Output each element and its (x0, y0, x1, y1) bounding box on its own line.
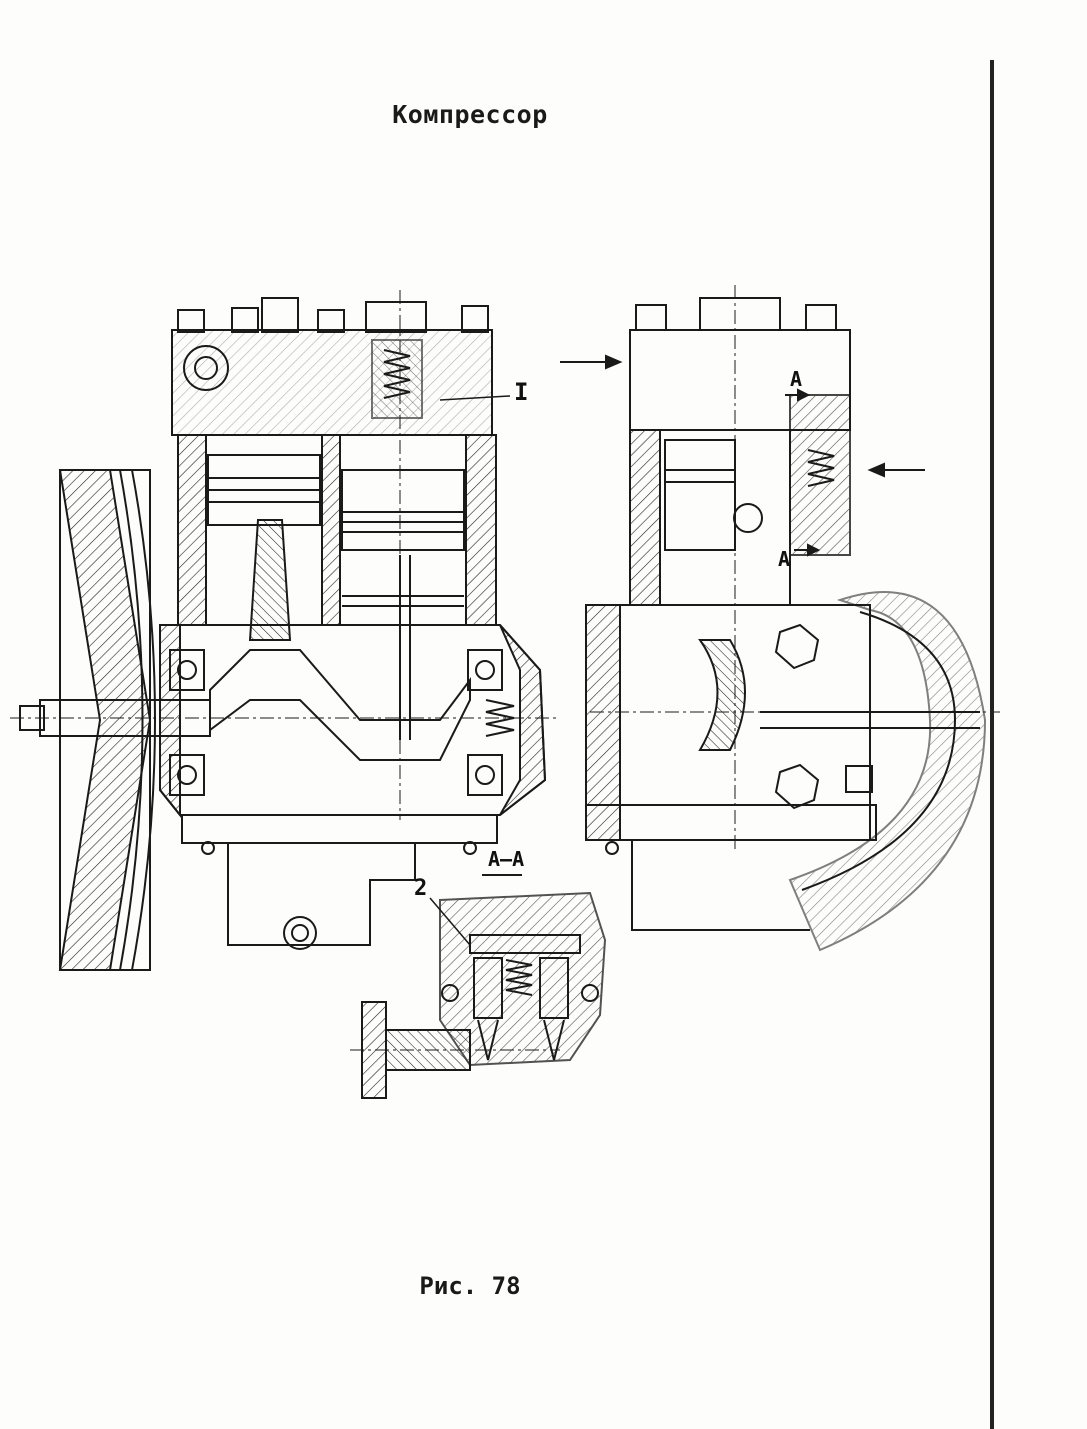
page-title: Компрессор (392, 100, 548, 129)
front-section-view (10, 290, 560, 971)
callout-section-a-bottom: А (778, 547, 790, 571)
callout-part-two: 2 (414, 876, 427, 901)
scan-edge-line (990, 60, 994, 1429)
figure-caption: Рис. 78 (419, 1272, 521, 1300)
side-section-view (560, 285, 1000, 952)
section-a-a-view (350, 874, 607, 1099)
callout-section-a-top: А (790, 367, 802, 391)
callout-section-view: А–А (488, 847, 524, 871)
callout-detail-one: I (514, 378, 528, 406)
